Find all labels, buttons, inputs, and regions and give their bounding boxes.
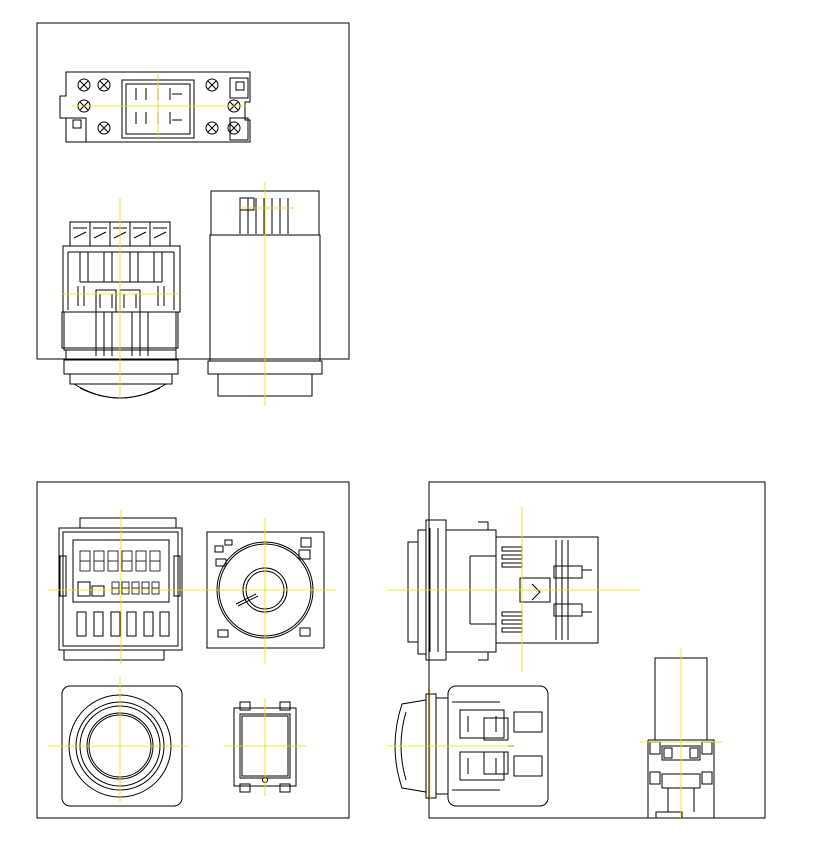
sheet-frame-top-left	[36, 22, 350, 360]
timer-side-view	[386, 506, 640, 672]
seven-segment-display-icon	[79, 550, 161, 595]
timer-front-sheet	[36, 481, 350, 819]
front-key-icon	[76, 611, 170, 637]
square-lamp-front-view	[224, 698, 306, 796]
timer-side-sheet	[386, 481, 766, 819]
analog-timer-front-view	[196, 518, 336, 664]
lamp-side-view	[640, 648, 722, 819]
round-button-front-view	[48, 676, 188, 807]
relay-socket-sheet	[36, 22, 350, 406]
relay-side-view	[207, 182, 323, 406]
screw-terminal-icon	[77, 78, 241, 135]
sheet-frame-bottom-right	[428, 481, 766, 819]
digital-timer-front-view	[48, 510, 196, 664]
socket-top-view	[59, 71, 251, 143]
relay-front-view	[61, 198, 181, 399]
vent-slot-icon	[501, 546, 523, 633]
sheet-frame-bottom-left	[36, 481, 350, 819]
button-side-view	[386, 685, 549, 807]
